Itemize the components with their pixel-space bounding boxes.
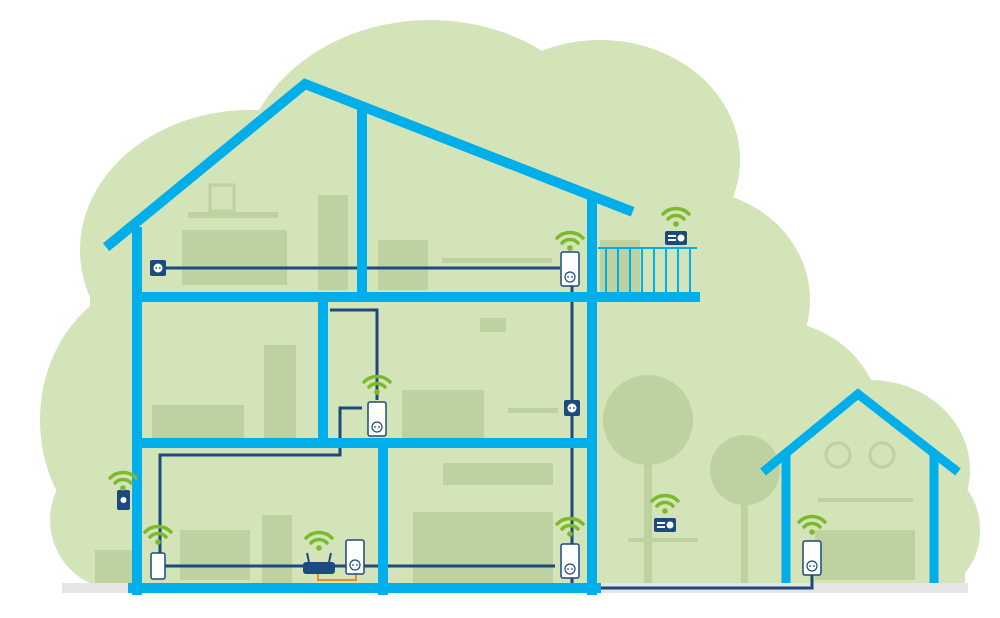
balcony-railing [598,247,697,296]
foliage-background [40,20,980,590]
powerline-adapter-icon [560,543,580,579]
powerline-adapter-icon [560,251,580,287]
router-icon [303,552,335,574]
powerline-adapter-icon [802,540,822,576]
powerline-adapter-icon [367,401,387,437]
radio-icon [654,518,676,532]
wall-mounted-device-icon [117,490,130,510]
ethernet-cable [317,572,357,581]
powerline-adapter-icon [345,539,365,575]
powerline-adapter-small [150,552,166,580]
furniture-silhouettes [95,183,915,585]
wall-socket-icon [564,400,580,416]
garden-house-frame [760,388,961,583]
wall-socket-icon [150,260,166,276]
radio-icon [665,231,687,245]
house-frame [102,78,700,595]
